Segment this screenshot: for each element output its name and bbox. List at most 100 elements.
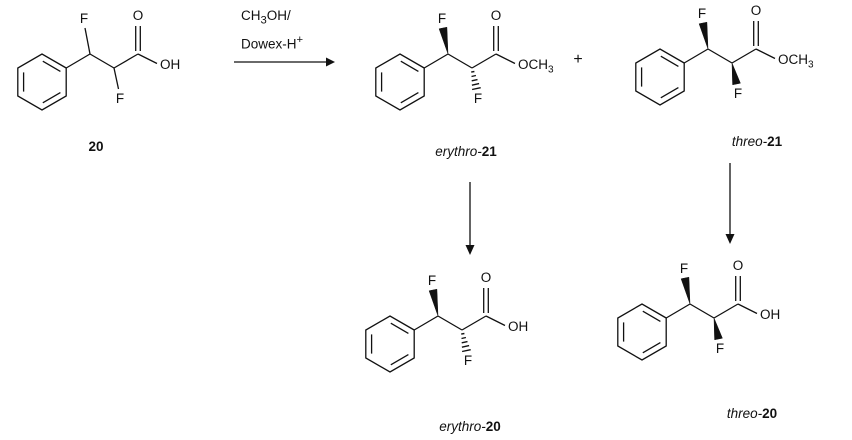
atom-label-f-bottom: F [716,341,724,356]
atom-label-f-bottom: F [734,86,742,101]
atom-label-f-top: F [698,6,706,21]
arrowhead [465,245,475,255]
atom-label-f-bottom: F [116,91,124,106]
superscript: + [296,33,304,46]
bond-ring-c3 [65,53,91,69]
bond-skeleton [17,26,158,111]
bond-skeleton [635,21,776,106]
bond-c2-c1 [461,315,487,331]
atom-label-carbonyl-o: O [733,258,744,273]
hash-bond-f-bottom [471,70,481,91]
bond-c2-c1 [731,48,757,64]
atom-labels: F O F OH [80,8,180,106]
arrow-down-threo [725,163,735,244]
molecule-erythro-20: F O F OH [348,262,560,380]
subscript: 3 [260,14,267,27]
reaction-arrow-right [234,57,335,67]
bond-c1-o [495,53,516,65]
bond-skeleton [365,288,506,373]
wedge-bond-f-bottom [731,62,741,86]
wedge-bond-f-bottom [713,317,723,341]
atom-label-carbonyl-o: O [491,8,502,23]
label-threo-20: threo-20 [726,406,778,421]
structure-compound-20: F O F OH [17,8,180,111]
wedge-bond-f-top [438,26,449,55]
label-erythro-20: erythro-20 [439,419,501,434]
label-threo-21: threo-21 [731,134,783,149]
label-erythro-21: erythro-21 [435,144,497,159]
arrow-down-erythro [465,182,475,255]
benzene-inner-bond [390,354,409,366]
wedge-bond-f-top [428,288,439,317]
structure-erythro-21: F O F OCH3 [375,8,554,111]
bond-ring-c3 [413,315,439,331]
reagent-conditions: CH3OH/ Dowex-H+ [241,6,303,53]
atom-labels: F O F OCH3 [438,8,554,106]
structure-threo-20: F O F OH [617,258,780,361]
bond-c3-c2 [447,53,473,69]
bond-c1-o [137,53,158,65]
bond-c2-c1 [471,53,497,69]
atom-labels: F O F OCH3 [698,3,814,101]
bond-f-bottom [113,67,120,90]
bond-c1-o [755,48,776,60]
benzene-ring [365,315,415,373]
benzene-inner-bond [42,92,61,104]
benzene-inner-bond [642,310,661,322]
bond-ring-c3 [683,48,709,64]
bond-c2-c1 [113,53,139,69]
structure-threo-21: F O F OCH3 [635,3,814,106]
bond-f-top [84,27,91,55]
wedge-bond-f-top [698,21,709,50]
arrowhead [725,234,735,244]
atom-label-o-group: OCH3 [778,52,814,71]
benzene-ring [375,53,425,111]
atom-label-carbonyl-o: O [133,8,144,23]
bond-skeleton [617,276,758,361]
benzene-ring [635,48,685,106]
molecule-threo-20: F O F OH [600,250,812,368]
benzene-inner-bond [660,87,679,99]
atom-label-o-group: OH [760,307,780,322]
atom-labels: F O F OH [680,258,780,356]
bond-c3-c2 [437,315,463,331]
bond-c3-c2 [89,53,115,69]
atom-label-f-top: F [428,273,436,288]
benzene-inner-bond [642,342,661,354]
molecule-compound-20: F O F OH [0,0,212,118]
label-compound-20: 20 [88,139,104,154]
atom-label-f-top: F [680,261,688,276]
atom-label-f-top: F [438,11,446,26]
atom-label-f-bottom: F [464,353,472,368]
benzene-inner-bond [400,92,419,104]
wedge-bond-f-top [680,276,691,305]
bond-c1-o [485,315,506,327]
hash-bond-f-bottom [461,332,471,353]
bond-c2-c1 [713,303,739,319]
plus-sign: + [573,51,583,68]
atom-label-o-group: OCH3 [518,57,554,76]
atom-label-f-bottom: F [474,91,482,106]
bond-c3-c2 [689,303,715,319]
structure-erythro-20: F O F OH [365,270,528,373]
benzene-inner-bond [660,55,679,67]
atom-label-f-top: F [80,11,88,26]
bond-skeleton [375,26,516,111]
bond-c3-c2 [707,48,733,64]
atom-labels: F O F OH [428,270,528,368]
atom-label-o-group: OH [508,319,528,334]
benzene-inner-bond [390,322,409,334]
reagent-line-1: CH3OH/ [241,8,291,27]
bond-ring-c3 [665,303,691,319]
benzene-inner-bond [400,60,419,72]
molecule-erythro-21: F O F OCH3 [358,0,570,118]
benzene-inner-bond [42,60,61,72]
bond-ring-c3 [423,53,449,69]
reagent-line-2: Dowex-H+ [241,33,304,52]
benzene-ring [617,303,667,361]
bond-c1-o [737,303,758,315]
benzene-ring [17,53,67,111]
atom-label-carbonyl-o: O [481,270,492,285]
atom-label-carbonyl-o: O [751,3,762,18]
